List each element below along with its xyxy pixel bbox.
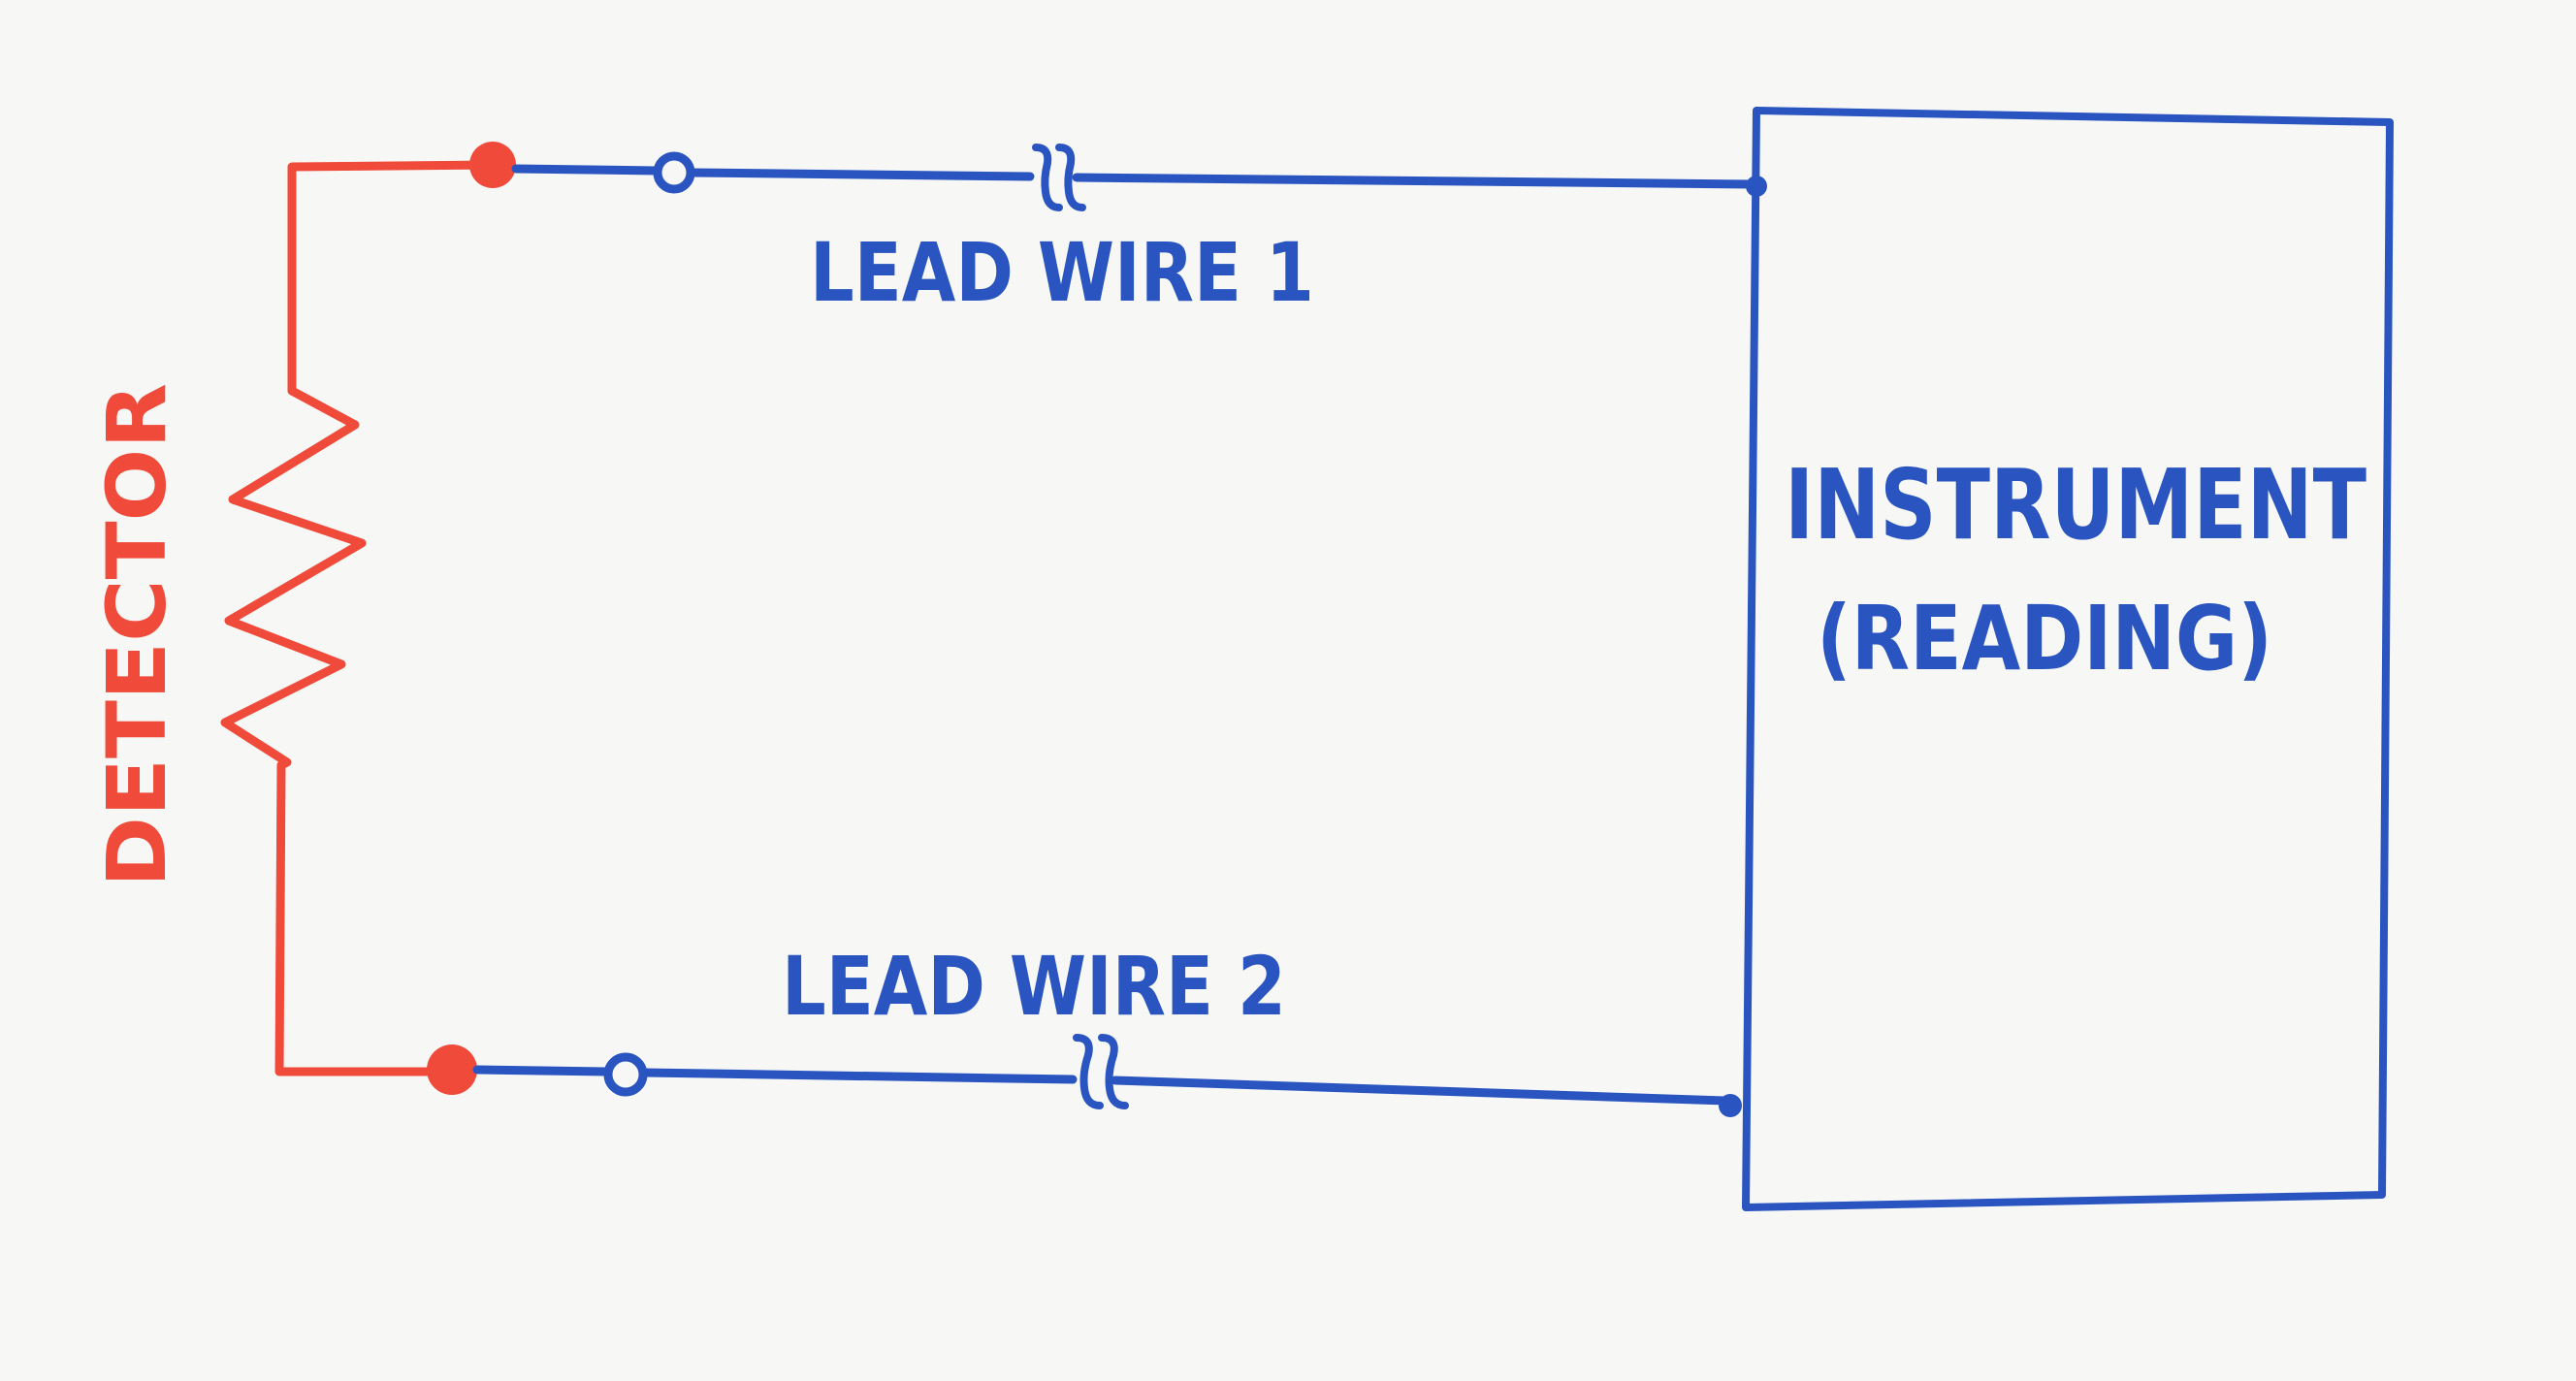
detector-top-lead [287,160,498,396]
lead-wire-2-break-icon [1073,1034,1129,1109]
lead-wire-2-label: LEAD WIRE 2 [782,939,1286,1034]
lead-wire-2-connector [603,1052,648,1097]
lead-wire-2 [472,1065,1731,1106]
detector-terminal-bottom [427,1044,477,1095]
lead-wire-1-connector [653,151,695,194]
detector-circuit [220,160,498,1076]
detector-label: DETECTOR [89,383,184,887]
lead-wire-1-break-icon [1032,144,1086,211]
instrument-sublabel: (READING) [1817,587,2272,690]
lead-wire-1 [511,164,1759,189]
detector-bottom-lead [274,760,457,1076]
instrument-label: INSTRUMENT [1785,448,2367,562]
detector-terminal-top [469,142,516,188]
instrument-box [1742,107,2394,1211]
instrument-terminal-2 [1719,1094,1742,1117]
lead-wire-1-label: LEAD WIRE 1 [810,225,1314,320]
detector-resistor-zigzag [220,386,367,770]
